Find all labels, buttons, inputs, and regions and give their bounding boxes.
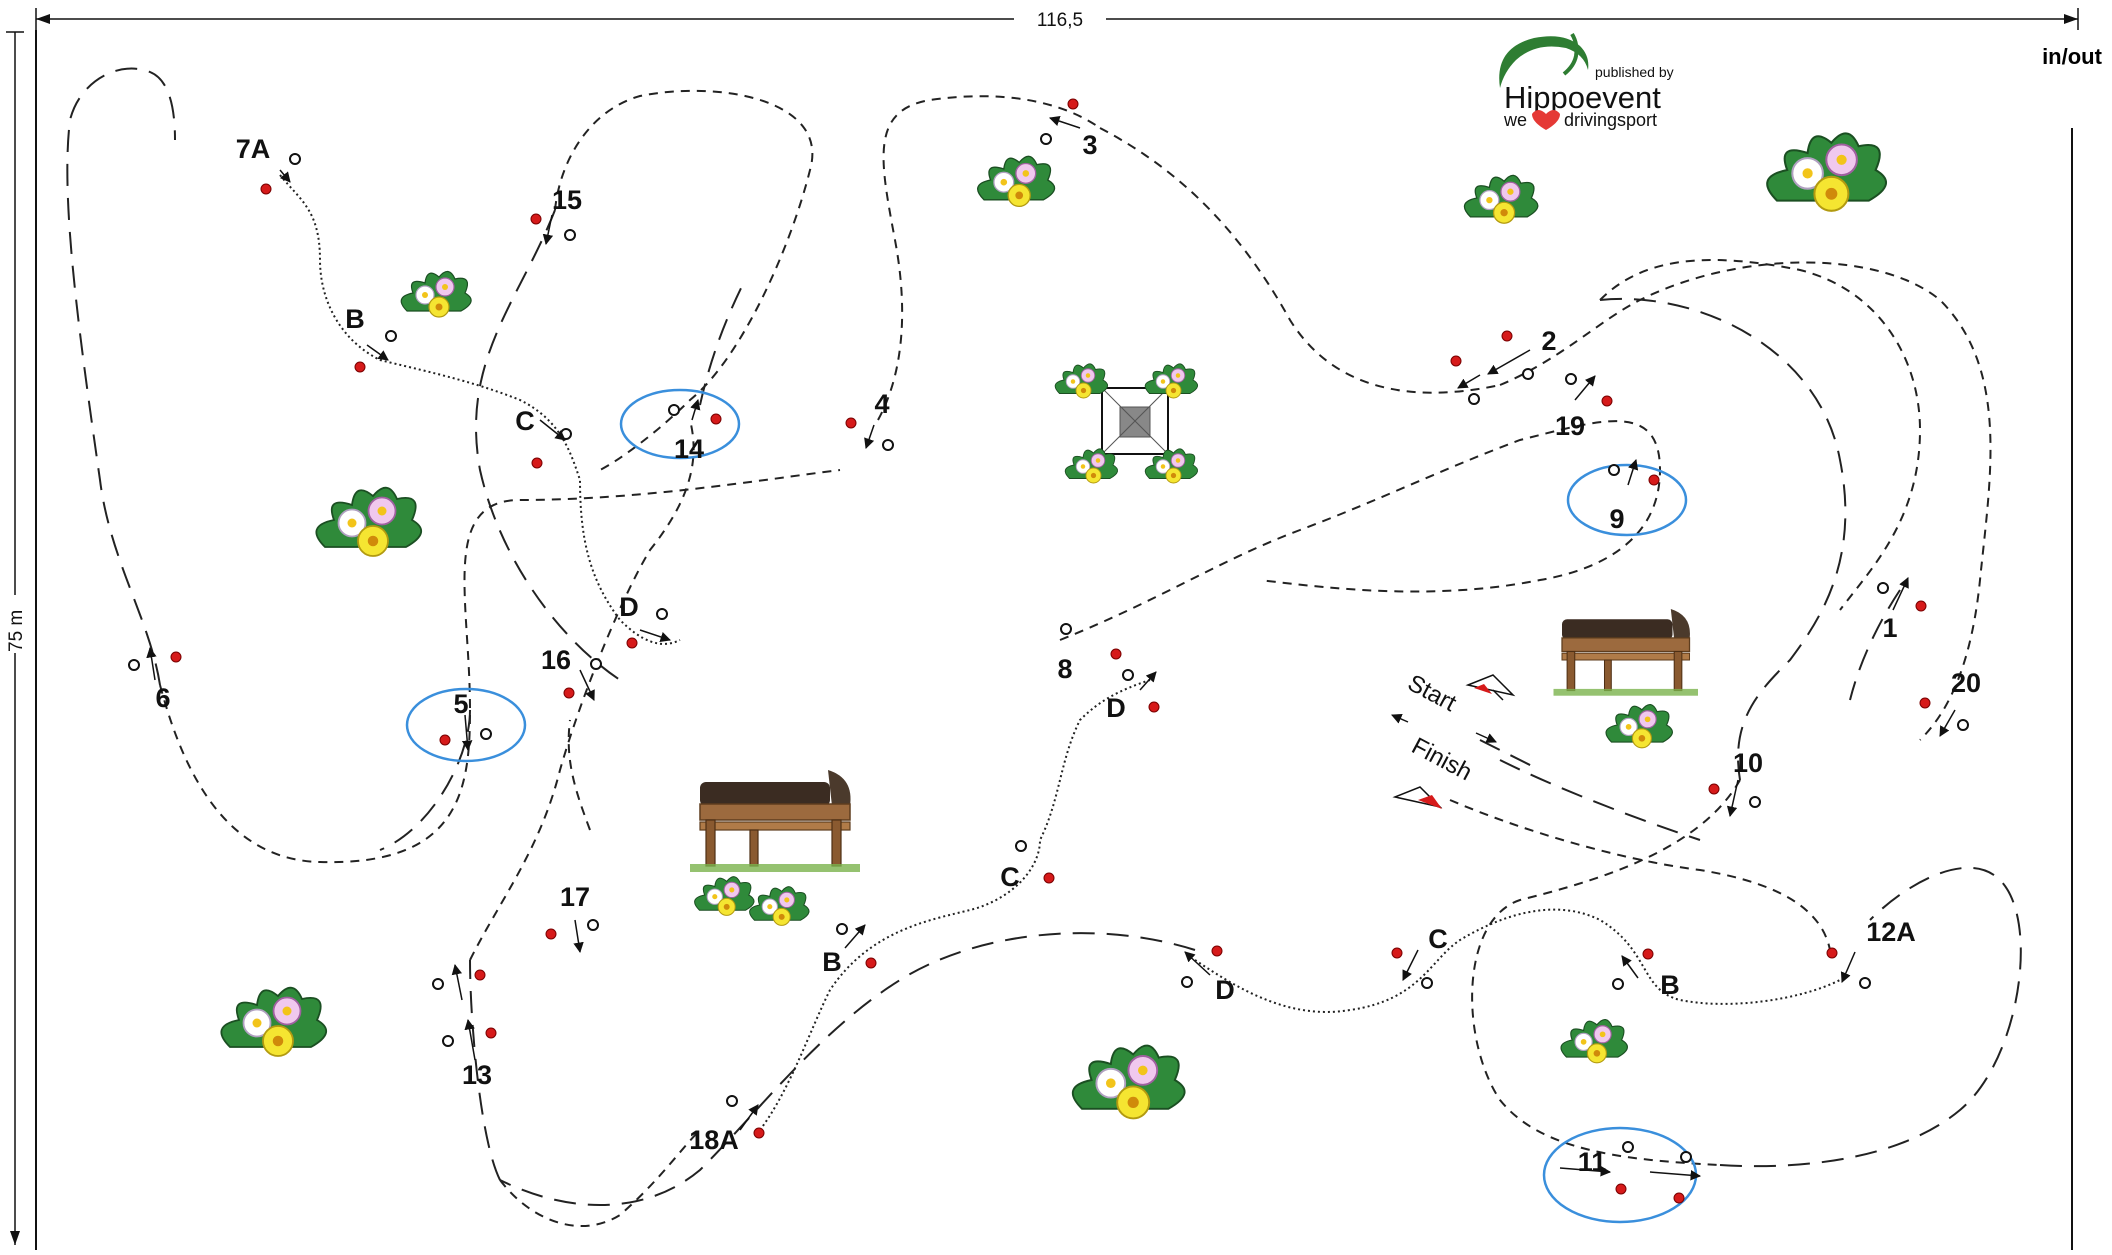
label-12d: D (1215, 975, 1235, 1005)
obstacle-labels: 7A B C D 15 14 4 3 2 19 9 1 20 10 12A B … (155, 130, 1981, 1177)
obstacle-11-zone (1542, 1126, 1698, 1224)
label-7a: 7A (236, 134, 271, 164)
finish-flag-icon (1392, 786, 1443, 809)
width-dimension: 116,5 (35, 8, 2079, 31)
gate-markers (128, 98, 1969, 1204)
height-label: 75 m (6, 610, 27, 652)
height-dimension: 75 m (4, 31, 27, 1245)
label-12c: C (1428, 924, 1448, 954)
wooden-horse-icon (689, 608, 1699, 873)
label-18a: 18A (689, 1125, 739, 1155)
publisher-top-line: published by (1595, 64, 1674, 80)
label-20: 20 (1951, 668, 1981, 698)
label-8d: D (1106, 693, 1126, 723)
publisher-tag-left: we (1503, 110, 1527, 130)
start-label: Start (1403, 669, 1461, 717)
obstacle-14-zone (619, 388, 741, 460)
label-12a: 12A (1866, 917, 1916, 947)
label-16: 16 (541, 645, 571, 675)
obstacle-5-zone (405, 687, 527, 763)
publisher-tag-right: drivingsport (1564, 110, 1657, 130)
route-lines (66, 67, 2022, 1228)
label-12b: B (1660, 970, 1680, 1000)
label-6: 6 (155, 683, 170, 713)
label-3: 3 (1082, 130, 1097, 160)
publisher-logo: published by Hippoevent we drivingsport (1499, 32, 1674, 130)
label-13: 13 (462, 1060, 492, 1090)
label-5: 5 (453, 689, 468, 719)
label-8c: C (1000, 862, 1020, 892)
publisher-brand: Hippoevent (1504, 80, 1661, 115)
start-flag-icon (1465, 674, 1516, 701)
label-9: 9 (1609, 504, 1624, 534)
label-8: 8 (1057, 654, 1072, 684)
heart-icon (1532, 110, 1560, 130)
grid-square-icon (1101, 387, 1169, 455)
label-19: 19 (1555, 411, 1585, 441)
label-17: 17 (560, 882, 590, 912)
label-7d: D (619, 592, 639, 622)
label-8b: B (822, 947, 842, 977)
label-10: 10 (1733, 748, 1763, 778)
in-out-label: in/out (2042, 44, 2103, 69)
label-4: 4 (874, 389, 889, 419)
width-label: 116,5 (1037, 10, 1083, 31)
label-7b: B (345, 304, 365, 334)
label-15: 15 (552, 185, 582, 215)
label-1: 1 (1882, 613, 1897, 643)
obstacle-9-zone (1566, 463, 1688, 537)
label-11: 11 (1578, 1147, 1607, 1177)
finish-label: Finish (1407, 732, 1476, 786)
label-7c: C (515, 406, 535, 436)
label-2: 2 (1541, 326, 1556, 356)
label-14: 14 (674, 434, 704, 464)
